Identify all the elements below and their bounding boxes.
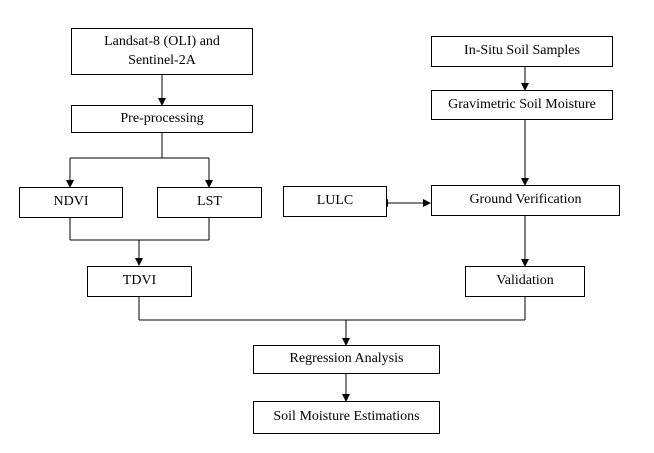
landsat-label-line1: Landsat-8 (OLI) and — [104, 33, 220, 49]
ground-verification-label: Ground Verification — [469, 192, 582, 208]
tdvi-label: TDVI — [122, 273, 157, 289]
tdvi-box: TDVI — [87, 266, 192, 297]
regression-analysis-label: Regression Analysis — [289, 351, 404, 367]
ndvi-label: NDVI — [53, 194, 89, 210]
landsat-sentinel-box: Landsat-8 (OLI) and Sentinel-2A — [71, 28, 253, 75]
ground-verification-box: Ground Verification — [431, 185, 620, 216]
insitu-samples-label: In-Situ Soil Samples — [464, 43, 580, 59]
soil-moisture-estimations-label: Soil Moisture Estimations — [273, 409, 420, 425]
ndvi-box: NDVI — [19, 187, 123, 218]
lulc-box: LULC — [283, 186, 387, 217]
gravimetric-box: Gravimetric Soil Moisture — [431, 90, 613, 120]
soil-moisture-estimations-box: Soil Moisture Estimations — [253, 401, 440, 434]
validation-label: Validation — [496, 273, 554, 289]
lst-label: LST — [197, 194, 222, 210]
landsat-label-line2: Sentinel-2A — [128, 52, 196, 68]
insitu-samples-box: In-Situ Soil Samples — [431, 36, 613, 67]
regression-analysis-box: Regression Analysis — [253, 345, 440, 374]
preprocessing-label: Pre-processing — [120, 110, 204, 126]
gravimetric-label: Gravimetric Soil Moisture — [448, 96, 596, 112]
lst-box: LST — [157, 187, 262, 218]
validation-box: Validation — [465, 266, 585, 297]
preprocessing-box: Pre-processing — [71, 105, 253, 133]
lulc-label: LULC — [316, 193, 354, 209]
